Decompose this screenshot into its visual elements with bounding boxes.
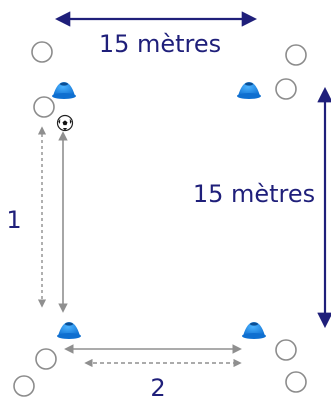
player-circle-icon	[35, 348, 57, 370]
cone-icon	[57, 322, 81, 339]
drill-step-1-label: 1	[6, 206, 21, 234]
player-circle-icon	[285, 371, 307, 393]
player-circle-icon	[285, 44, 307, 66]
cone-icon	[242, 322, 266, 339]
cone-icon	[52, 82, 76, 99]
drill-step-2-label: 2	[150, 374, 165, 399]
soccer-ball-icon	[56, 114, 74, 132]
player-circle-icon	[275, 78, 297, 100]
top-distance-label: 15 mètres	[99, 30, 221, 58]
right-distance-label: 15 mètres	[193, 180, 315, 208]
player-circle-icon	[275, 339, 297, 361]
player-circle-icon	[31, 41, 53, 63]
cone-icon	[237, 82, 261, 99]
player-circle-icon	[13, 375, 35, 397]
player-circle-icon	[33, 96, 55, 118]
